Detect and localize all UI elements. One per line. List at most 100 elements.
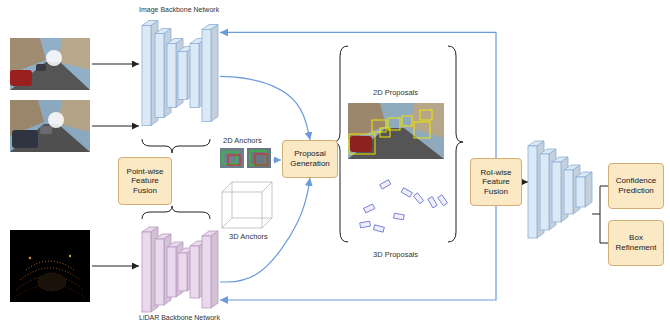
network-layer bbox=[190, 246, 199, 298]
anchor-thumbnail bbox=[220, 148, 244, 168]
brace bbox=[448, 46, 463, 242]
proposal-image bbox=[372, 120, 386, 132]
network-layer bbox=[178, 52, 187, 100]
network-layer bbox=[190, 44, 199, 108]
anchor-cube bbox=[222, 182, 272, 228]
lidar-image bbox=[10, 230, 90, 302]
figure-label: 3D Anchors bbox=[228, 232, 269, 241]
network-layer bbox=[211, 231, 218, 308]
brace bbox=[142, 139, 210, 153]
proposal-image bbox=[349, 110, 432, 154]
network-layer bbox=[155, 239, 164, 305]
figure-label: 2D Anchors bbox=[222, 136, 263, 145]
proposal-box bbox=[394, 213, 405, 220]
figure-label: 3D Proposals bbox=[372, 250, 419, 259]
camera-image bbox=[36, 64, 46, 71]
network-layer bbox=[576, 172, 592, 207]
output-bracket bbox=[592, 214, 600, 215]
input-arrow bbox=[92, 64, 139, 65]
proposal-image bbox=[348, 103, 444, 159]
lidar-image bbox=[38, 273, 66, 291]
proposal-image bbox=[420, 110, 432, 120]
proposal-box bbox=[360, 180, 448, 232]
image-backbone-shape bbox=[140, 14, 220, 129]
network-layer bbox=[142, 232, 151, 312]
proposal-image bbox=[349, 134, 375, 154]
network-layer bbox=[564, 170, 573, 214]
network-layer bbox=[142, 26, 151, 126]
anchor-thumbnail bbox=[247, 148, 271, 168]
camera-image bbox=[40, 126, 52, 134]
anchor-cube bbox=[222, 218, 232, 228]
flow-arrow bbox=[522, 182, 528, 183]
output-bracket bbox=[600, 186, 608, 187]
flow-connector bbox=[220, 206, 496, 300]
camera-image bbox=[10, 124, 90, 152]
node-label: Confidence Prediction bbox=[612, 176, 660, 195]
output-bracket bbox=[592, 186, 608, 243]
camera-image bbox=[10, 38, 90, 90]
node-label: Proposal Generation bbox=[286, 149, 334, 168]
anchor-arrow bbox=[273, 160, 281, 161]
proposal-box bbox=[360, 221, 371, 228]
network-layer bbox=[202, 25, 218, 122]
lidar-image bbox=[69, 255, 71, 257]
flow-arrow bbox=[522, 182, 528, 183]
flow-connector bbox=[220, 178, 310, 282]
anchor-cube bbox=[222, 192, 262, 228]
head-network bbox=[528, 141, 592, 238]
network-layer bbox=[178, 253, 187, 291]
node-label: Point-wise Feature Fusion bbox=[122, 167, 168, 196]
proposal-box bbox=[428, 197, 437, 208]
camera-image bbox=[12, 130, 38, 148]
camera-image bbox=[48, 112, 64, 128]
camera-image bbox=[46, 50, 62, 66]
proposal-box bbox=[413, 193, 423, 204]
anchor-thumbnail bbox=[255, 154, 267, 165]
network-layer bbox=[202, 30, 211, 122]
image-backbone: Image Backbone Network bbox=[125, 6, 230, 129]
camera-image bbox=[10, 70, 32, 86]
output-box: Confidence Prediction bbox=[608, 163, 664, 209]
proposal-image bbox=[350, 136, 372, 152]
anchor-thumbnail bbox=[223, 152, 237, 164]
anchor-thumbnail bbox=[250, 151, 266, 165]
proposal-image bbox=[402, 116, 412, 126]
fusion-box: RoI-wise Feature Fusion bbox=[470, 158, 522, 206]
lidar-image bbox=[10, 230, 90, 302]
anchor-arrow bbox=[273, 160, 281, 161]
node-label: RoI-wise Feature Fusion bbox=[474, 168, 518, 197]
network-layer bbox=[528, 146, 537, 238]
network-layer bbox=[167, 44, 176, 108]
anchor-thumbnail bbox=[228, 155, 240, 165]
process-box: Proposal Generation bbox=[282, 140, 338, 178]
node-label: Box Refinement bbox=[612, 233, 660, 252]
camera-image bbox=[10, 100, 90, 152]
camera-image bbox=[10, 38, 46, 74]
brace bbox=[333, 46, 463, 242]
network-layer bbox=[155, 34, 164, 118]
proposal-image bbox=[410, 103, 444, 138]
camera-image bbox=[10, 100, 90, 152]
camera-image bbox=[10, 38, 90, 90]
flow-connector bbox=[220, 76, 310, 140]
anchor-cube bbox=[262, 218, 272, 228]
network-layer bbox=[540, 154, 549, 230]
network-layer bbox=[576, 177, 585, 207]
figure-label: 2D Proposals bbox=[372, 88, 419, 97]
flow-connector bbox=[220, 32, 496, 158]
network-layer bbox=[202, 231, 218, 308]
camera-image bbox=[10, 62, 90, 90]
output-bracket bbox=[600, 243, 608, 244]
fusion-box: Point-wise Feature Fusion bbox=[118, 157, 172, 205]
proposal-box bbox=[364, 204, 375, 213]
anchor-cube bbox=[222, 182, 232, 192]
input-arrow bbox=[92, 266, 139, 267]
network-layer bbox=[211, 25, 218, 122]
lidar-backbone: LiDAR Backbone Network bbox=[125, 222, 230, 322]
network-layer bbox=[552, 162, 561, 222]
anchor-thumbnail bbox=[220, 148, 271, 168]
lidar-image bbox=[29, 257, 31, 259]
brace bbox=[142, 206, 210, 219]
anchor-cube bbox=[232, 182, 272, 218]
